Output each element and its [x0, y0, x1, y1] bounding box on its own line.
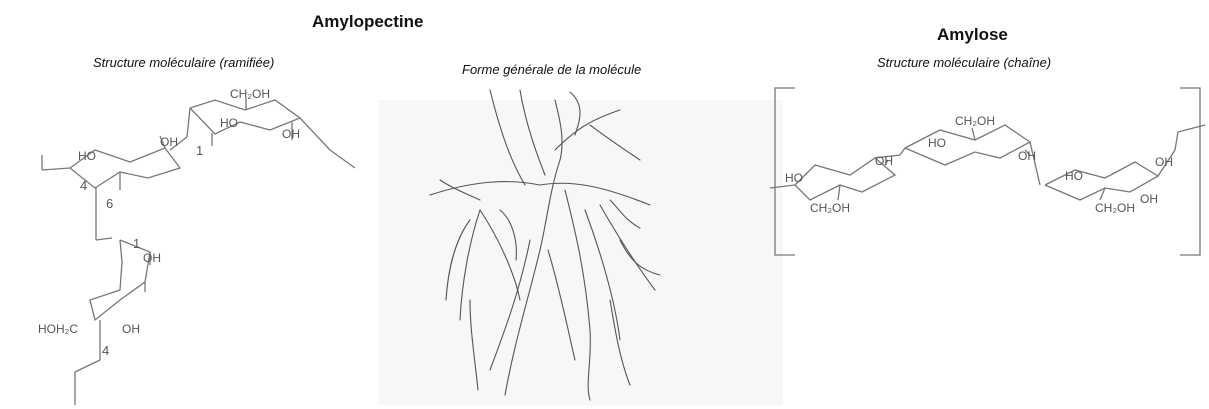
amylose-oh-1: OH: [875, 154, 893, 168]
pectine-num-6: 6: [106, 196, 113, 211]
pectine-num-1-bottom: 1: [133, 236, 140, 251]
amylopectine-shape: [378, 89, 783, 405]
amylose-ho-2: HO: [928, 136, 946, 150]
shape-background: [378, 100, 783, 405]
amylopectine-structure: HO OH CH₂OH HO OH 1 4 6 1 OH HOH₂C OH 4: [38, 87, 356, 405]
amylose-ch2oh-bottom-1: CH₂OH: [810, 201, 850, 215]
amylose-oh-3: OH: [1155, 155, 1173, 169]
pectine-ch2oh-top: CH₂OH: [230, 87, 270, 101]
pectine-oh-top-right: OH: [282, 127, 300, 141]
amylose-structure: CH₂OH OH HO OH HO CH₂OH OH HO CH₂OH OH: [769, 87, 1206, 256]
amylopectine-structure-subtitle: Structure moléculaire (ramifiée): [93, 55, 275, 70]
amylose-title: Amylose: [937, 25, 1008, 44]
amylose-ch2oh-bottom-2: CH₂OH: [1095, 201, 1135, 215]
pectine-ho-mid: HO: [78, 149, 96, 163]
right-bracket: [1180, 87, 1201, 256]
amylose-oh-2: OH: [1018, 149, 1036, 163]
amylose-oh-4: OH: [1140, 192, 1158, 206]
amylose-ch2oh-top: CH₂OH: [955, 114, 995, 128]
amylopectine-title: Amylopectine: [312, 12, 424, 31]
pectine-ho-top-left: HO: [220, 116, 238, 130]
pectine-oh-bottom-right: OH: [143, 251, 161, 265]
pectine-num-4-bottom: 4: [102, 343, 109, 358]
pectine-num-4-top: 4: [80, 178, 87, 193]
amylopectine-shape-subtitle: Forme générale de la molécule: [462, 62, 642, 77]
amylose-structure-subtitle: Structure moléculaire (chaîne): [877, 55, 1052, 70]
amylose-ho-3: HO: [1065, 169, 1083, 183]
left-bracket: [774, 87, 795, 256]
pectine-oh-bottom: OH: [122, 322, 140, 336]
pectine-oh-mid: OH: [160, 135, 178, 149]
pectine-num-1-top: 1: [196, 143, 203, 158]
amylose-ho-1: HO: [785, 171, 803, 185]
pectine-hoh2c: HOH₂C: [38, 322, 78, 336]
